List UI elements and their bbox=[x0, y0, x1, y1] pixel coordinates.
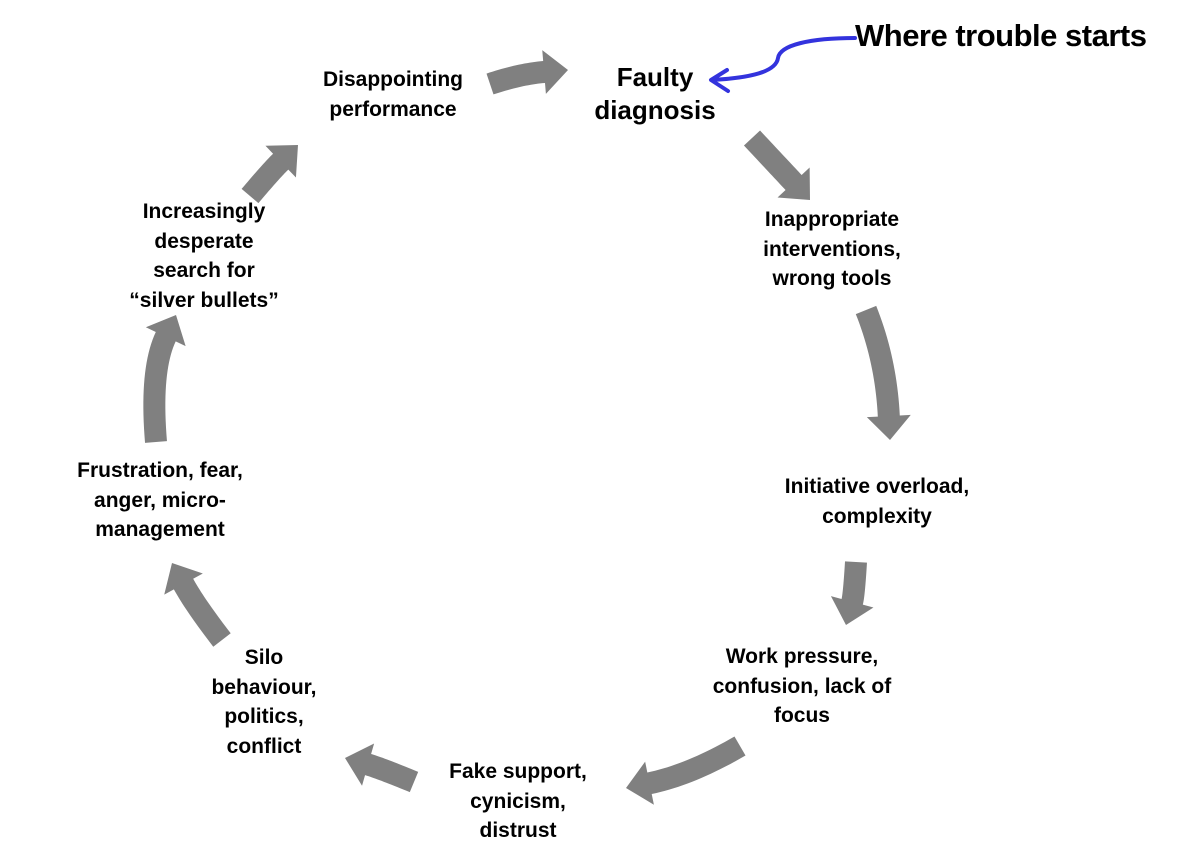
node-line: cynicism, bbox=[470, 789, 566, 813]
node-line: wrong tools bbox=[772, 267, 892, 290]
node-line: Disappointing bbox=[323, 68, 463, 91]
arrow-fake-to-silo bbox=[345, 743, 419, 793]
node-line: Inappropriate bbox=[764, 208, 900, 231]
node-line: distrust bbox=[479, 819, 557, 842]
node-frustration: Frustration, fear, anger, micro- managem… bbox=[77, 456, 243, 545]
arrow-initiative-to-work bbox=[830, 561, 874, 625]
arrow-work-to-fake bbox=[626, 736, 746, 805]
arrow-inappropriate-to-initiative bbox=[855, 305, 911, 440]
node-line: diagnosis bbox=[594, 95, 716, 125]
node-silo-behaviour: Silo behaviour, politics, conflict bbox=[211, 643, 316, 761]
callout-label: Where trouble starts bbox=[855, 18, 1147, 53]
node-initiative-overload: Initiative overload, complexity bbox=[785, 472, 969, 531]
arrow-frustration-to-silver bbox=[143, 315, 186, 443]
node-faulty-diagnosis: Faulty diagnosis bbox=[594, 61, 715, 127]
node-silver-bullets: Increasingly desperate search for “silve… bbox=[129, 197, 278, 315]
arrow-faulty-to-inappropriate bbox=[743, 130, 810, 200]
arrow-disappointing-to-faulty bbox=[486, 50, 568, 95]
node-line: management bbox=[95, 518, 225, 541]
arrow-silo-to-frustration bbox=[164, 563, 231, 647]
node-line: search for bbox=[153, 259, 255, 282]
node-inappropriate-interventions: Inappropriate interventions, wrong tools bbox=[763, 205, 901, 294]
node-line: “silver bullets” bbox=[129, 288, 279, 312]
node-line: politics, bbox=[224, 705, 304, 728]
callout-arrow bbox=[710, 36, 857, 82]
node-line: complexity bbox=[822, 504, 932, 528]
node-line: behaviour, bbox=[211, 675, 317, 699]
node-line: focus bbox=[773, 704, 830, 727]
node-line: interventions, bbox=[763, 237, 901, 261]
node-line: Frustration, fear, bbox=[77, 459, 243, 482]
node-line: Fake support, bbox=[449, 760, 587, 783]
node-line: Initiative overload, bbox=[784, 475, 970, 498]
node-line: performance bbox=[329, 97, 457, 121]
node-line: desperate bbox=[154, 229, 254, 253]
node-fake-support: Fake support, cynicism, distrust bbox=[449, 757, 587, 846]
node-line: conflict bbox=[226, 734, 302, 758]
node-work-pressure: Work pressure, confusion, lack of focus bbox=[713, 642, 892, 731]
node-disappointing-performance: Disappointing performance bbox=[323, 65, 463, 124]
callout-arrowhead-icon bbox=[709, 68, 730, 93]
node-line: Work pressure, bbox=[725, 645, 879, 668]
node-line: Silo bbox=[244, 646, 284, 669]
node-line: confusion, lack of bbox=[712, 674, 892, 698]
node-line: anger, micro- bbox=[94, 488, 226, 512]
arrow-silver-to-disappointing bbox=[241, 145, 298, 204]
node-line: Faulty bbox=[616, 62, 694, 92]
node-line: Increasingly bbox=[142, 200, 266, 223]
